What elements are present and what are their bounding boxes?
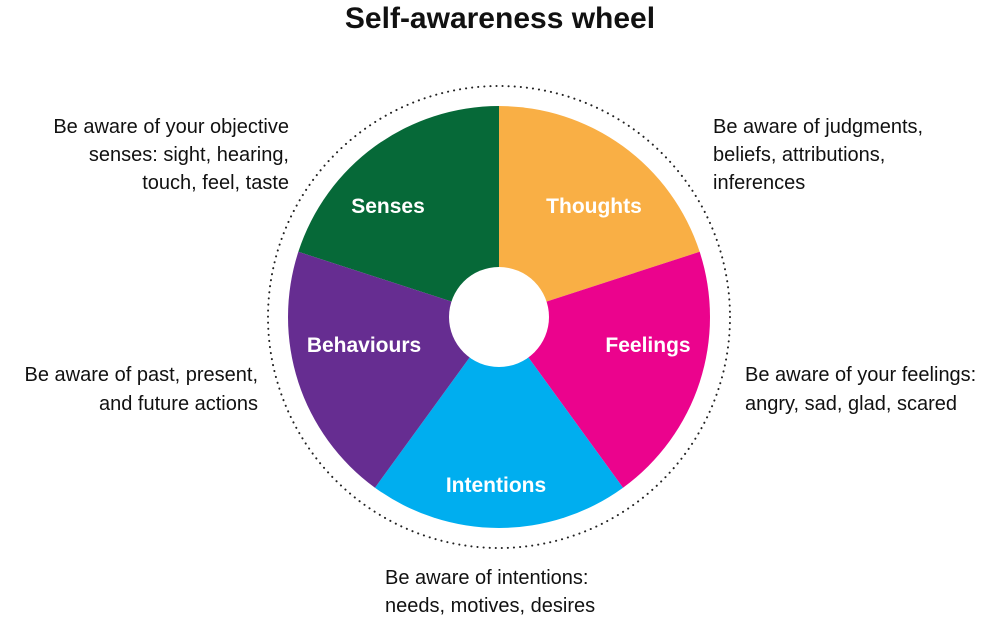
thoughts-description: Be aware of judgments, beliefs, attribut… [713, 116, 923, 194]
center-hub [449, 267, 549, 367]
feelings-segment [499, 251, 710, 488]
thoughts-label: Thoughts [546, 195, 642, 218]
intentions-label: Intentions [446, 474, 546, 497]
intentions-description-line: Be aware of intentions: [385, 567, 588, 589]
feelings-description-line: Be aware of your feelings: [745, 364, 976, 386]
behaviours-segment [288, 251, 499, 488]
feelings-description-line: angry, sad, glad, scared [745, 393, 957, 415]
feelings-label: Feelings [605, 334, 690, 357]
intentions-segment [374, 317, 624, 528]
behaviours-description-line: Be aware of past, present, [25, 364, 258, 386]
behaviours-description-line: and future actions [99, 393, 258, 415]
senses-label: Senses [351, 195, 425, 218]
senses-description-line: Be aware of your objective [53, 116, 289, 138]
senses-description: Be aware of your objective senses: sight… [53, 116, 289, 194]
senses-description-line: touch, feel, taste [142, 172, 289, 194]
thoughts-description-line: Be aware of judgments, [713, 116, 923, 138]
behaviours-description: Be aware of past, present, and future ac… [25, 364, 258, 415]
thoughts-description-line: beliefs, attributions, [713, 144, 885, 166]
senses-segment [298, 106, 499, 317]
intentions-description: Be aware of intentions: needs, motives, … [385, 567, 595, 617]
diagram-title: Self-awareness wheel [345, 2, 655, 35]
feelings-description: Be aware of your feelings: angry, sad, g… [745, 364, 976, 415]
senses-description-line: senses: sight, hearing, [89, 144, 289, 166]
thoughts-segment [499, 106, 700, 317]
thoughts-description-line: inferences [713, 172, 805, 194]
behaviours-label: Behaviours [307, 334, 421, 357]
outer-dotted-ring [267, 85, 731, 549]
intentions-description-line: needs, motives, desires [385, 595, 595, 617]
